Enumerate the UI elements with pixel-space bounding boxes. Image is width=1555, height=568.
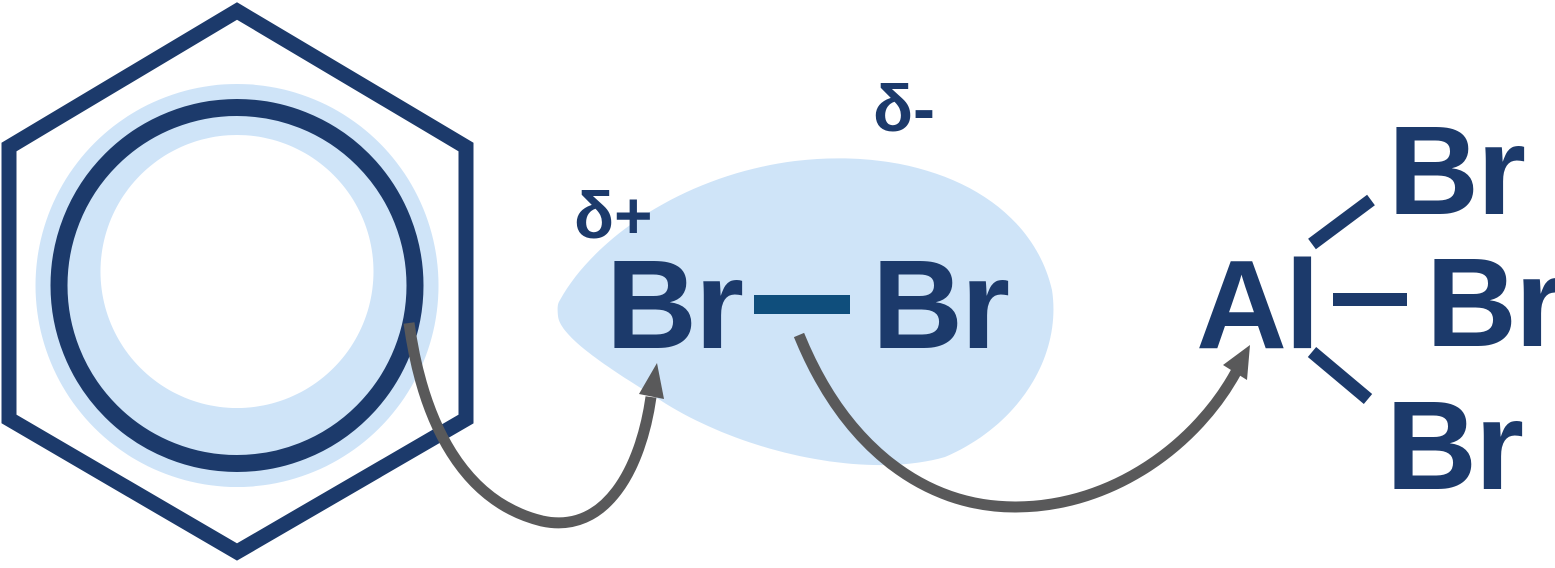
benzene-pi-circle-icon (50, 99, 424, 472)
albr3-bromine-top: Br (1388, 100, 1526, 241)
albr3-bromine-bottom: Br (1386, 375, 1524, 516)
aluminum-atom: Al (1196, 234, 1320, 375)
electron-arrow-bond-to-al-head-icon (1223, 345, 1250, 380)
br-br-bond-icon (754, 295, 850, 314)
al-br-bond-bottom-icon (1307, 347, 1373, 404)
albr3-bromine-right: Br (1426, 232, 1555, 373)
bromine-right-atom: Br (872, 234, 1010, 375)
al-br-bond-top-icon (1308, 194, 1375, 250)
electron-arrow-benzene-to-br-head-icon (639, 363, 664, 399)
al-br-bond-right-icon (1333, 293, 1407, 306)
electron-arrow-benzene-to-br-icon (403, 322, 657, 529)
benzene-hexagon-icon (1, 2, 474, 561)
delta-minus-label: δ- (873, 71, 936, 145)
pi-electron-highlight-ring-icon (35, 84, 439, 487)
bromine-left-atom: Br (606, 234, 744, 375)
delta-plus-label: δ+ (574, 178, 653, 252)
electron-arrow-bond-to-al-icon (793, 332, 1241, 513)
